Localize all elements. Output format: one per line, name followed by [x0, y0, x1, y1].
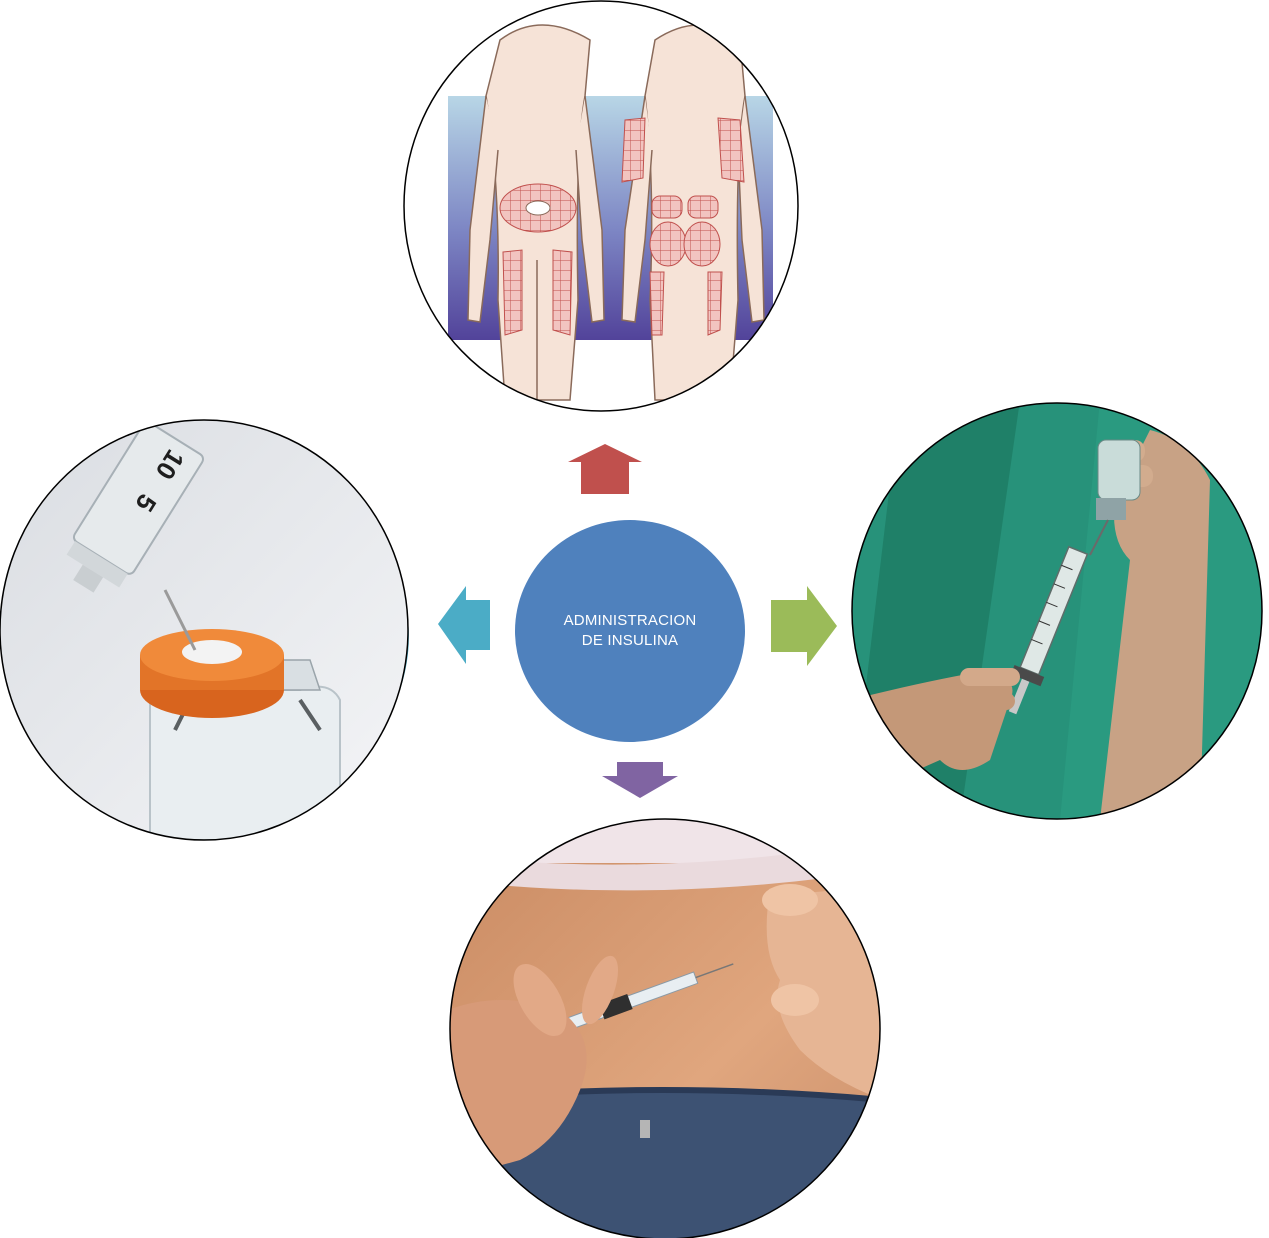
arrow-right	[771, 586, 837, 666]
node-bottom-injection	[448, 818, 883, 1238]
node-left-vial: 5 10	[0, 420, 410, 840]
arrow-up	[568, 444, 642, 494]
node-right-draw-insulin	[850, 400, 1265, 820]
arrow-down	[602, 762, 678, 798]
syringe-vial-photo: 5 10	[0, 420, 410, 840]
center-label-line-2: DE INSULINA	[582, 631, 678, 651]
node-top-body-sites	[404, 1, 798, 411]
arrow-left	[438, 586, 490, 664]
center-label-line-1: ADMINISTRACION	[564, 611, 697, 631]
center-node-label: ADMINISTRACION DE INSULINA	[515, 520, 745, 742]
